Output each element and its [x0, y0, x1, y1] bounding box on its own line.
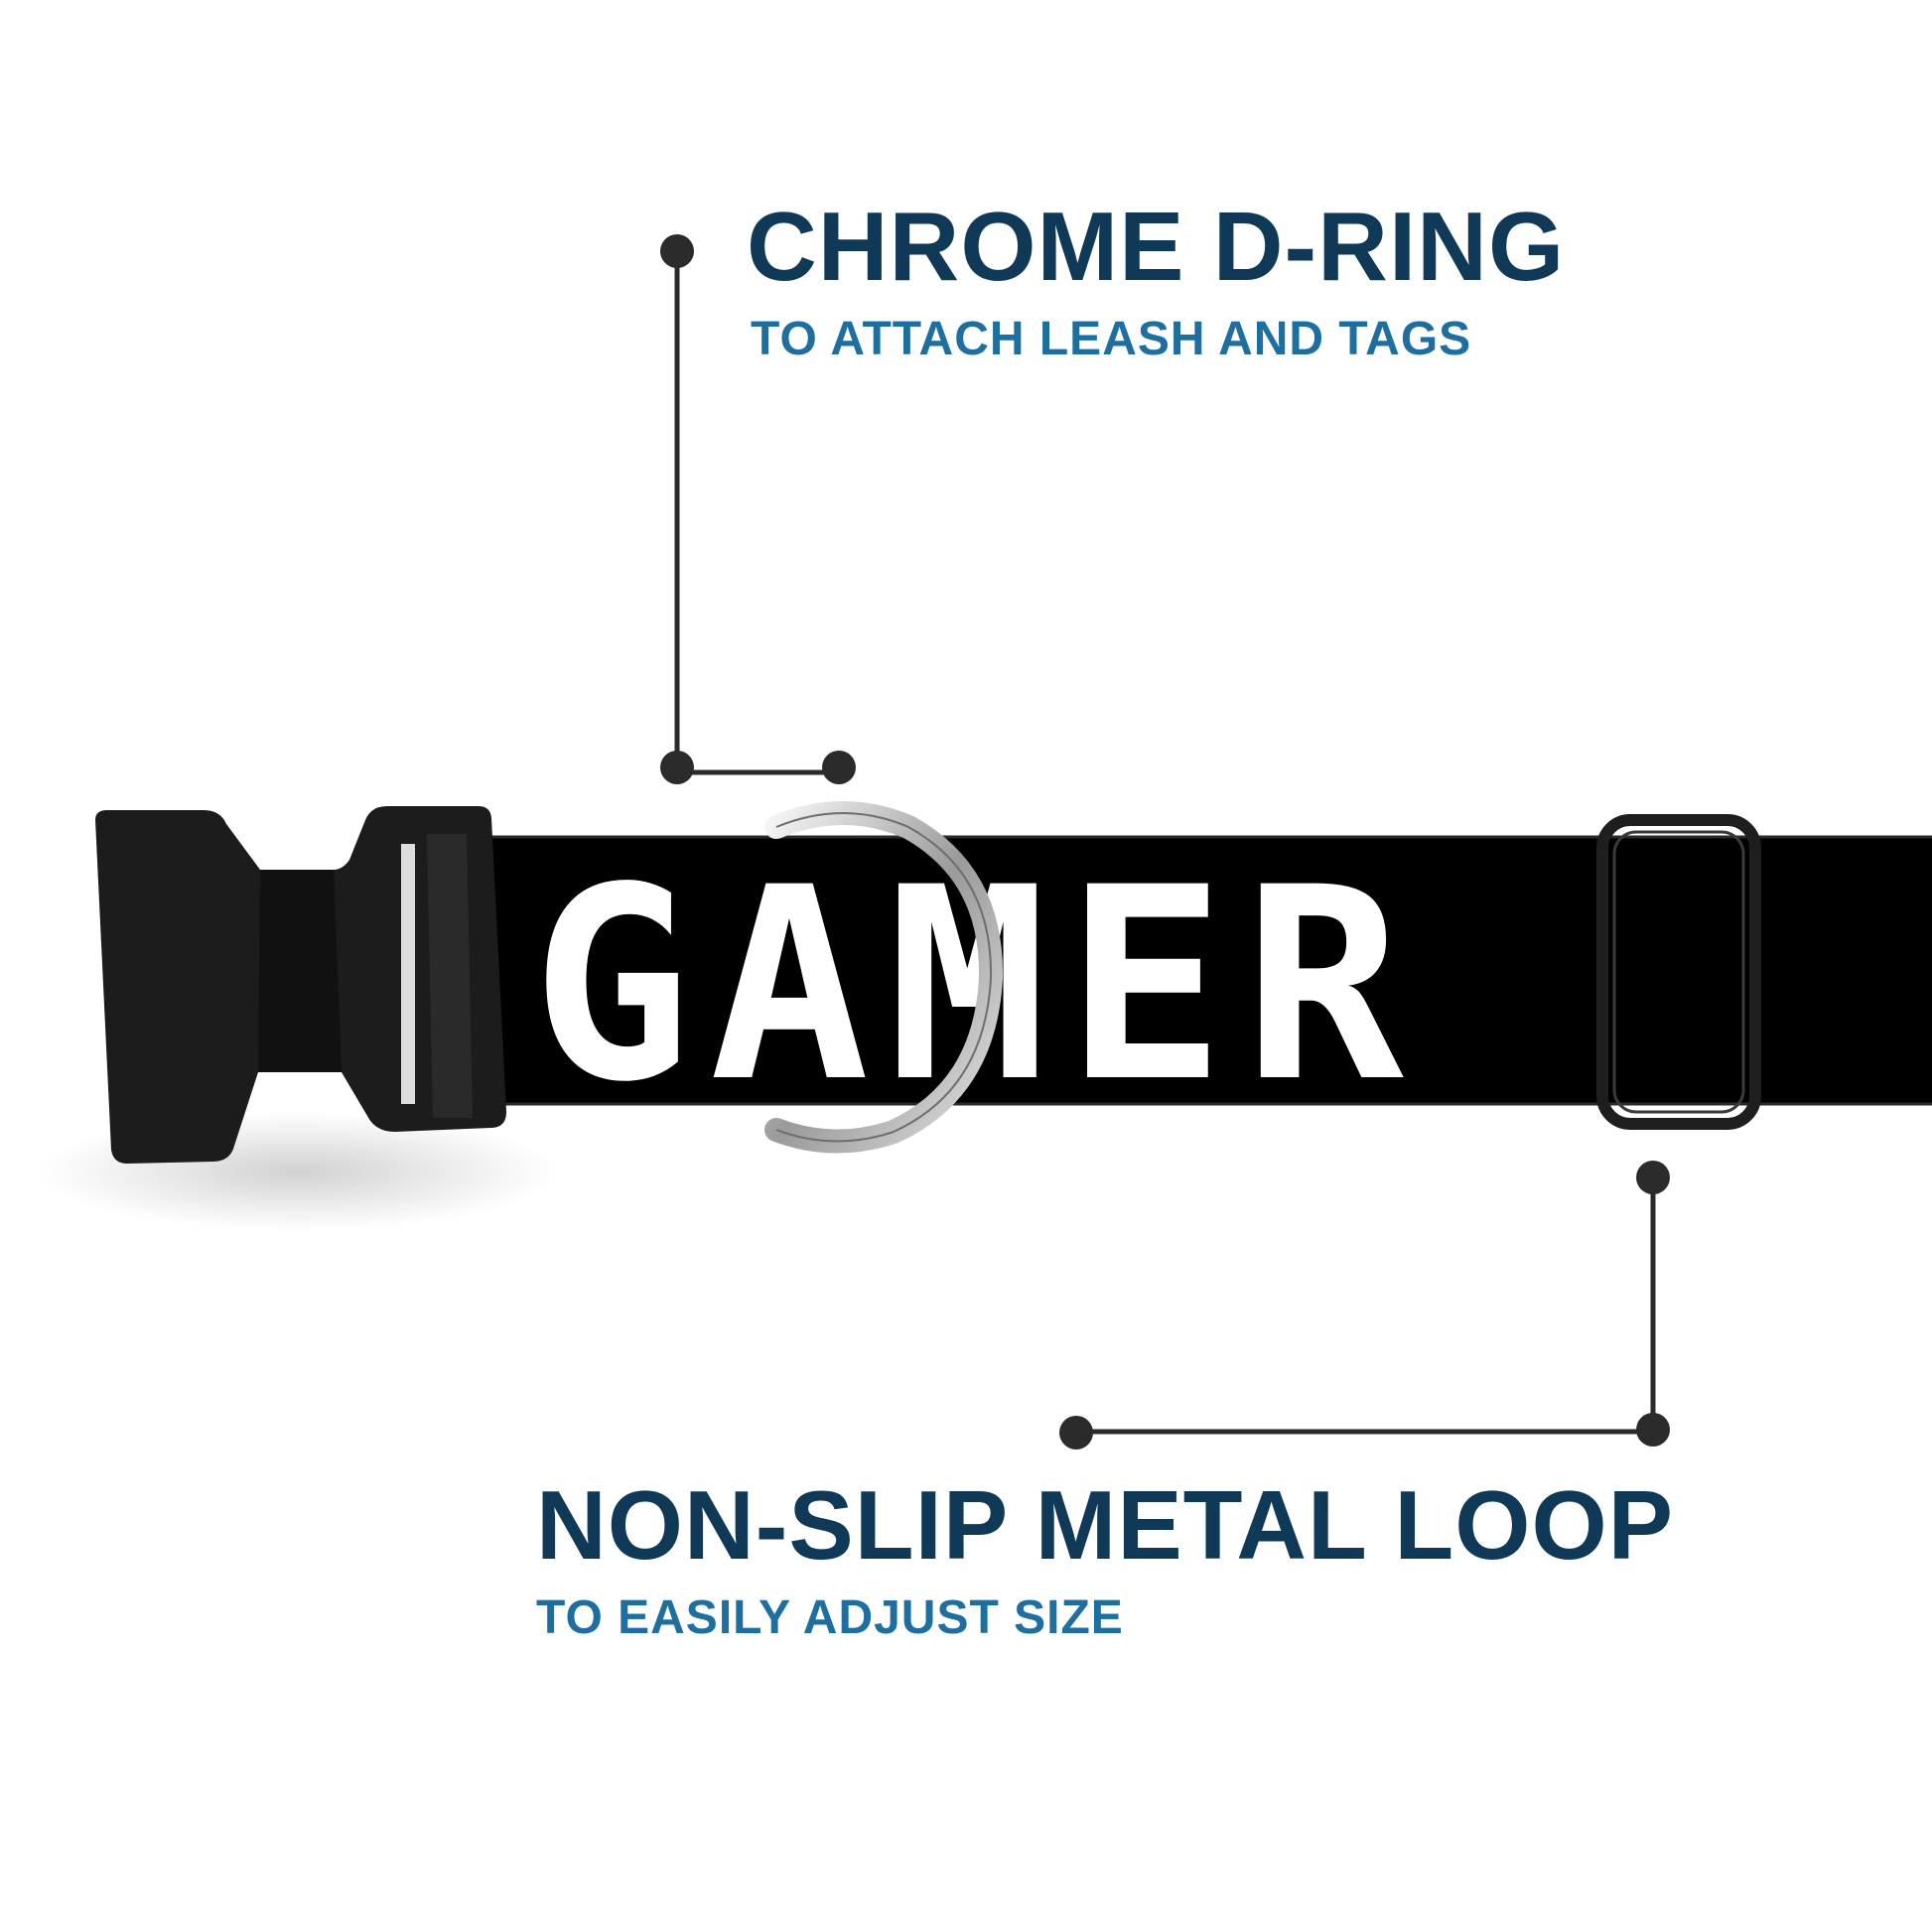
slider-loop-icon [1596, 814, 1761, 1130]
callout-loop [1059, 1161, 1670, 1449]
d-ring-icon [764, 801, 1004, 1154]
pixel-notches [541, 874, 1868, 1082]
callout-dot [822, 751, 856, 784]
callout-dot [660, 751, 694, 784]
callout-dot [1636, 1413, 1670, 1447]
loop-subtitle: TO EASILY ADJUST SIZE [536, 1591, 1124, 1644]
d-ring-subtitle: TO ATTACH LEASH AND TAGS [751, 313, 1472, 365]
collar-strap [397, 837, 1932, 1104]
plastic-buckle [95, 806, 506, 1164]
loop-title: NON-SLIP METAL LOOP [536, 1470, 1675, 1580]
callout-dot [1059, 1416, 1093, 1449]
callout-d-ring [660, 234, 856, 784]
d-ring-title: CHROME D-RING [747, 192, 1566, 301]
